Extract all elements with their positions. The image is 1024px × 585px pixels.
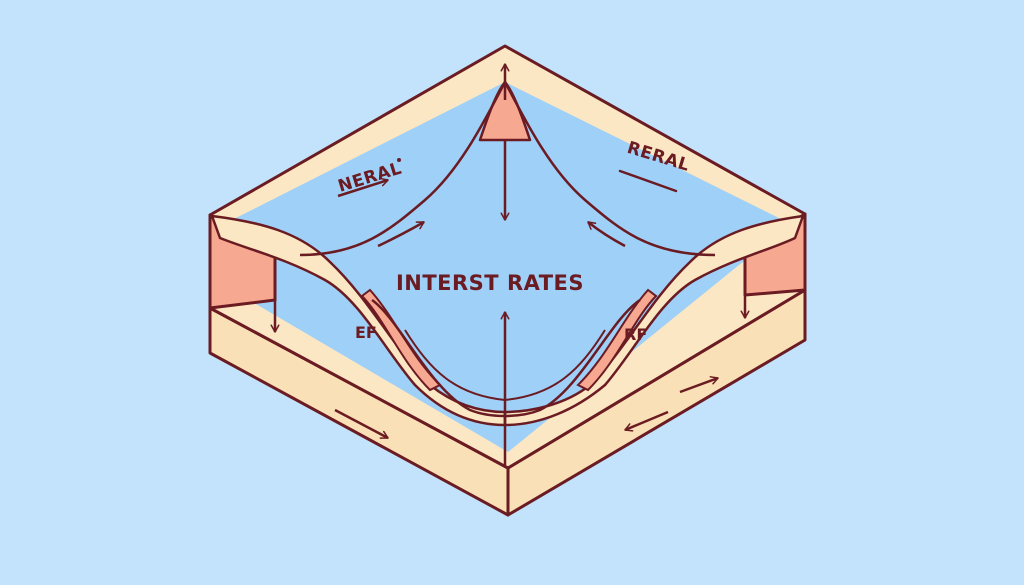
top-left-label-dot xyxy=(397,158,401,162)
right-pink-band xyxy=(576,288,658,392)
front-left-arrow xyxy=(334,408,389,440)
front-right-arrow-b xyxy=(624,410,669,432)
top-right-label-underline xyxy=(618,169,678,193)
left-label: EF xyxy=(355,323,377,342)
left-curve-arrow xyxy=(377,220,425,248)
right-curve-arrow xyxy=(587,221,626,248)
center-label: INTERST RATES xyxy=(396,271,584,295)
front-right-arrow-a xyxy=(679,376,719,394)
top-left-label-arrow xyxy=(337,177,389,198)
right-label: RF xyxy=(624,325,647,344)
inner-floor xyxy=(228,82,787,452)
